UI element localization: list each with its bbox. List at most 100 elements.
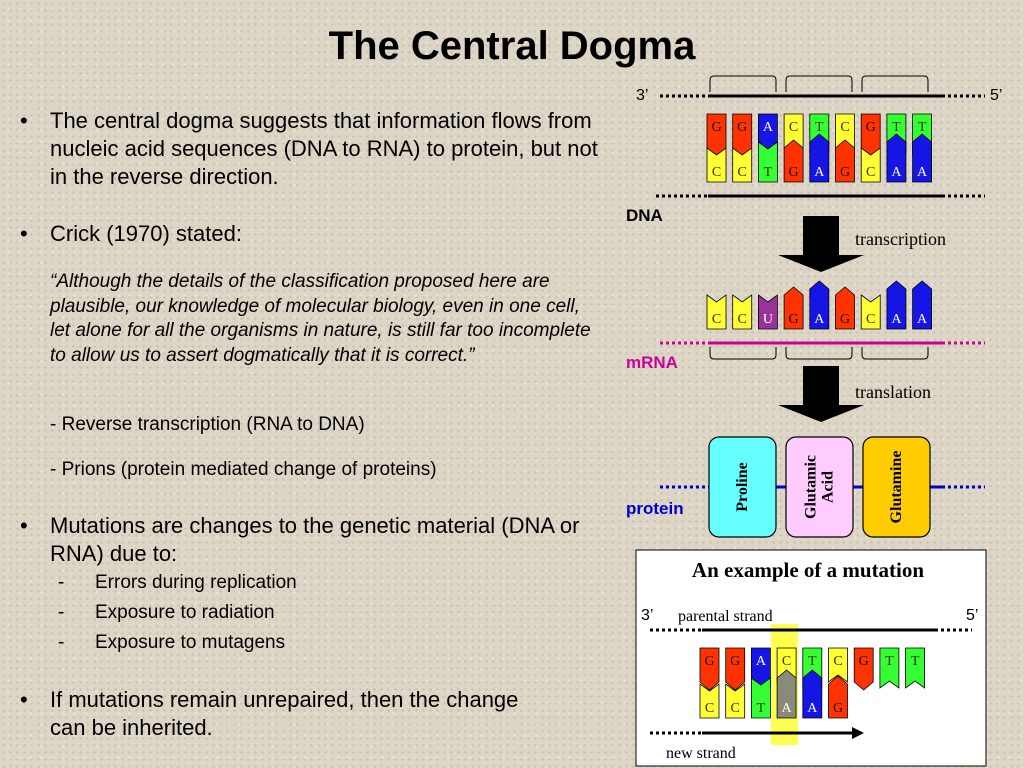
nucleotide-letter: C [738,312,747,327]
nucleotide-letter: A [782,701,793,716]
sub-dash: - [58,632,65,653]
nucleotide-letter: C [731,701,740,716]
dna-codon-brackets [709,75,929,92]
nucleotide-g: G [828,675,848,719]
bullet-dot: • [20,221,28,246]
nucleotide-c: C [732,147,753,183]
bullet-text: Crick (1970) stated: [50,221,242,246]
nucleotide-letter: A [807,701,818,716]
nucleotide-letter: G [789,312,799,327]
nucleotide-shape [783,286,804,330]
nucleotide-letter: A [814,312,825,327]
nucleotide-c: C [699,683,720,719]
nucleotide-u: U [758,294,778,330]
nucleotide-c: C [828,647,848,683]
bullet-dot: • [20,687,28,712]
nucleotide-shape [699,647,720,691]
bullet-dot: • [20,513,28,538]
bullet-text: Mutations are changes to the genetic mat… [50,513,580,566]
nucleotide-letter: G [730,654,740,669]
nucleotide-letter: C [833,654,842,669]
nucleotide-letter: G [840,312,850,327]
nucleotide-c: C [706,147,727,183]
nucleotide-letter: T [815,120,824,135]
sub-text: Errors during replication [95,572,297,593]
dna-5prime-label: 5’ [990,87,1002,104]
nucleotide-letter: G [866,120,876,135]
transcription-label: transcription [855,229,946,249]
sub-dash: - [58,572,65,593]
nucleotide-shape [860,294,881,330]
nucleotide-letter: A [814,165,825,180]
nucleotide-shape [758,141,778,183]
nucleotide-letter: T [892,120,901,135]
amino-acid-shape [708,436,777,538]
nucleotide-shape [758,294,778,330]
amino-acid: Proline [708,436,777,538]
note-reverse-transcription: - Reverse transcription (RNA to DNA) [50,414,365,435]
nucleotide-g: G [783,139,804,183]
nucleotide-shape [725,647,746,691]
translation-label: translation [855,382,931,402]
nucleotide-letter: A [756,654,767,669]
nucleotide-letter: T [757,701,766,716]
sub-text: Exposure to radiation [95,602,275,623]
nucleotide-letter: C [782,654,791,669]
nucleotide-letter: T [911,654,920,669]
nucleotide-letter: G [840,165,850,180]
amino-acid-shape [862,436,931,538]
nucleotide-t: T [879,647,900,689]
mrna-label: mRNA [626,353,678,372]
nucleotide-shape [853,647,874,691]
nucleotide-a: A [776,669,797,719]
nucleotide-letter: G [737,120,747,135]
nucleotide-shape [699,683,720,719]
amino-acid-name: Glutamine [888,451,905,524]
slide-title: The Central Dogma [328,24,696,68]
amino-acid-name: GlutamicAcid [803,455,837,519]
nucleotide-letter: A [763,120,774,135]
nucleotide-letter: C [705,701,714,716]
nucleotide-g: G [835,286,855,330]
nucleotide-a: A [912,280,932,330]
nucleotide-letter: A [917,312,928,327]
mutation-5prime-label: 5’ [966,607,978,624]
nucleotide-shape [886,280,907,330]
amino-acid-name: Proline [734,462,751,511]
nucleotide-g: G [835,139,855,183]
nucleotide-g: G [783,286,804,330]
nucleotide-shape [828,647,848,683]
nucleotide-letter: T [764,165,773,180]
nucleotide-letter: G [711,120,721,135]
nucleotide-t: T [905,647,925,689]
nucleotide-c: C [860,147,881,183]
nucleotide-shape [905,647,925,689]
nucleotide-shape [732,294,753,330]
nucleotide-letter: G [859,654,869,669]
nucleotide-g: G [725,647,746,691]
parental-strand-label: parental strand [678,608,773,625]
nucleotide-shape [725,683,746,719]
new-strand-line [650,727,864,739]
amino-acid: GlutamicAcid [785,436,854,538]
nucleotide-shape [828,675,848,719]
nucleotide-shape [809,280,830,330]
amino-acid-shape [785,436,854,538]
nucleotide-t: T [751,677,771,719]
nucleotide-shape [802,669,823,719]
nucleotide-a: A [886,280,907,330]
protein-label: protein [626,499,684,518]
nucleotide-shape [706,147,727,183]
nucleotide-letter: C [866,312,875,327]
nucleotide-c: C [725,683,746,719]
nucleotide-letter: C [712,312,721,327]
sub-text: Exposure to mutagens [95,632,286,653]
nucleotide-letter: A [891,312,902,327]
nucleotide-g: G [853,647,874,691]
nucleotide-letter: T [918,120,927,135]
nucleotide-c: C [732,294,753,330]
nucleotide-shape [809,133,830,183]
